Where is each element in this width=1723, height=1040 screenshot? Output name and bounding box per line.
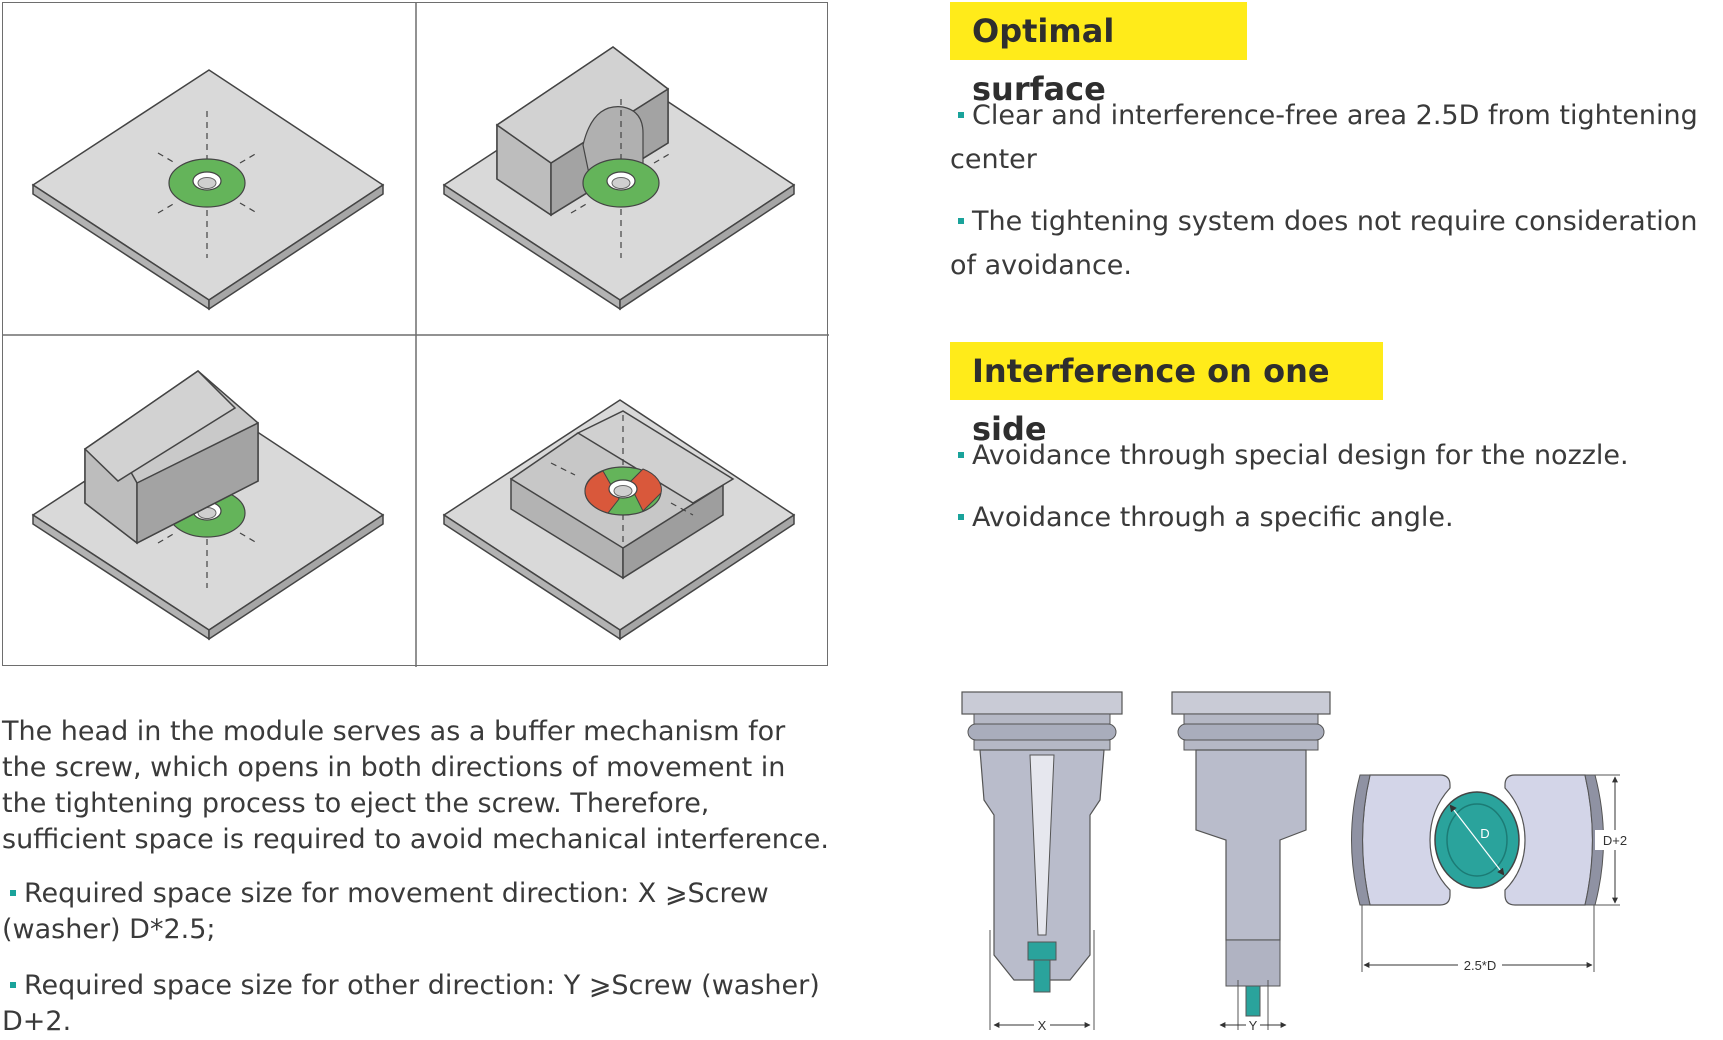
buffer-mechanism-description: The head in the module serves as a buffe…	[2, 716, 829, 855]
requirement-movement-direction: Required space size for movement directi…	[2, 878, 769, 945]
two-point-five-d-label: 2.5*D	[1464, 958, 1497, 973]
nozzle-top-view: D D+2 2.5*D	[1351, 774, 1635, 974]
nozzle-dimension-diagram: X Y D	[950, 680, 1720, 1039]
d-plus-2-label: D+2	[1603, 833, 1627, 848]
nozzle-side-view: Y	[1171, 691, 1331, 1033]
interference-one-side-heading: Interference on one side	[950, 342, 1383, 448]
interference-bullet-2: Avoidance through a specific angle.	[950, 496, 1720, 540]
panel-one-side-interference	[31, 370, 385, 641]
bullet-square-icon	[958, 513, 964, 520]
optimal-bullet-1: Clear and interference-free area 2.5D fr…	[950, 100, 1698, 175]
optimal-surface-heading: Optimal surface	[950, 2, 1247, 108]
surface-illustrations	[3, 3, 829, 667]
x-dimension-label: X	[1038, 1018, 1047, 1033]
nozzle-dimension-svg: X Y D	[961, 691, 1635, 1033]
bullet-square-icon	[10, 889, 16, 896]
bullet-square-icon	[10, 981, 16, 988]
panel-two-side-interference	[442, 399, 796, 641]
d-diameter-label: D	[1480, 826, 1489, 841]
y-dimension-label: Y	[1249, 1018, 1258, 1033]
nozzle-front-view: X	[961, 691, 1123, 1033]
requirement-other-direction: Required space size for other direction:…	[2, 970, 820, 1037]
interference-bullet-1: Avoidance through special design for the…	[950, 434, 1720, 478]
panel-optimal-surface	[31, 69, 385, 311]
bullet-square-icon	[958, 451, 964, 458]
bullet-square-icon	[958, 217, 964, 224]
panel-partial-interference	[442, 46, 796, 311]
surface-illustration-grid	[2, 2, 829, 667]
bullet-square-icon	[958, 111, 964, 118]
optimal-bullet-2: The tightening system does not require c…	[950, 206, 1698, 281]
